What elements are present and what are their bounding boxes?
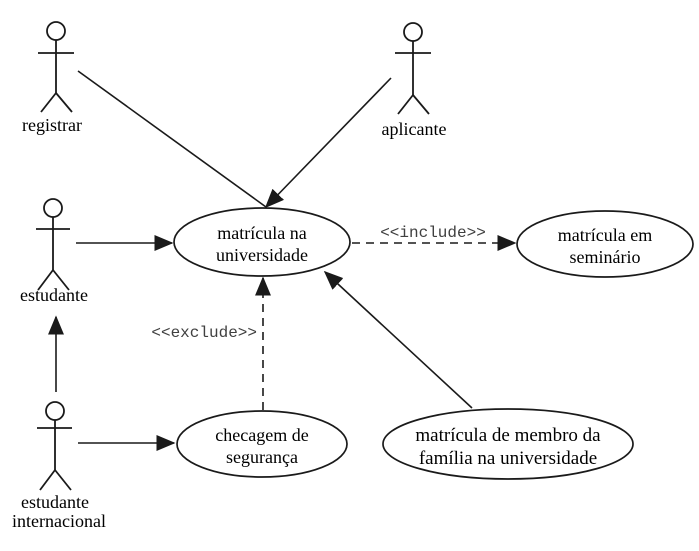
edge-registrar-to-matricula-universidade <box>77 70 267 208</box>
use-case-matricula-seminario: matrícula em seminário <box>516 210 694 278</box>
use-case-matricula-membro-familia-label-line2: família na universidade <box>419 448 597 469</box>
include-stereotype-label: <<include>> <box>380 224 486 242</box>
edge-membro-familia-to-matricula-universidade <box>323 270 473 409</box>
actor-estudante-internacional: estudante internacional <box>12 401 106 531</box>
actor-aplicante-head-icon <box>403 22 423 42</box>
use-case-matricula-seminario-label-line2: seminário <box>570 247 641 267</box>
actor-aplicante-label: aplicante <box>382 119 447 139</box>
use-case-checagem-seguranca-label-line2: segurança <box>226 447 298 467</box>
exclude-stereotype-label: <<exclude>> <box>151 324 257 342</box>
use-case-matricula-seminario-label-line1: matrícula em <box>558 225 652 245</box>
use-case-checagem-seguranca: checagem de segurança <box>176 410 348 478</box>
use-case-matricula-universidade: matrícula na universidade <box>173 207 351 277</box>
edges <box>48 70 517 451</box>
use-case-matricula-universidade-label-line1: matrícula na <box>217 223 306 243</box>
actor-estudante-label: estudante <box>20 285 88 305</box>
use-case-checagem-seguranca-label-line1: checagem de <box>215 425 308 445</box>
actor-aplicante: aplicante <box>382 22 447 139</box>
actor-registrar-label: registrar <box>22 115 82 135</box>
actor-estudante-internacional-label-line1: estudante <box>21 492 89 512</box>
actor-estudante-head-icon <box>43 198 63 218</box>
use-case-matricula-universidade-label-line2: universidade <box>216 245 308 265</box>
edge-aplicante-to-matricula-universidade <box>264 77 392 209</box>
actor-registrar: registrar <box>22 21 82 135</box>
actor-estudante-internacional-label-line2: internacional <box>12 511 106 531</box>
actor-registrar-head-icon <box>46 21 66 41</box>
use-case-matricula-membro-familia: matrícula de membro da família na univer… <box>382 408 634 480</box>
actor-estudante-internacional-head-icon <box>45 401 65 421</box>
actor-estudante: estudante <box>20 198 88 305</box>
use-case-matricula-membro-familia-label-line1: matrícula de membro da <box>415 425 601 446</box>
